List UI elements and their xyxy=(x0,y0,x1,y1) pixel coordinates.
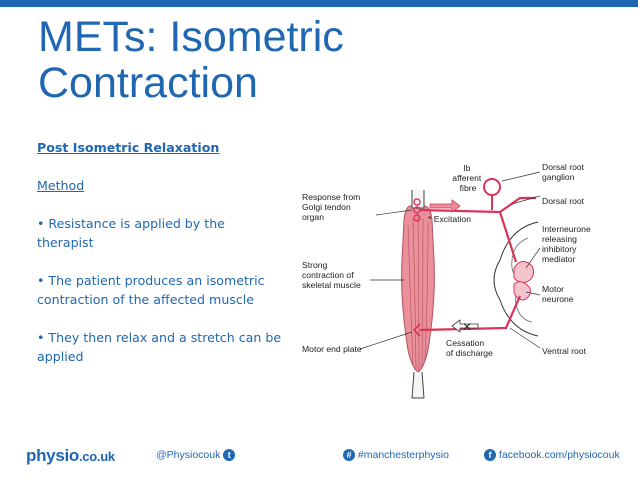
golgi-tendon-organ xyxy=(413,198,421,222)
lower-tendon xyxy=(411,371,425,399)
hashtag-link[interactable]: # #manchesterphysio xyxy=(343,449,449,462)
label-excitation: * Excitation xyxy=(428,214,471,224)
dorsal-root-ganglion xyxy=(483,178,501,196)
cessation-cross: ✕ xyxy=(462,320,472,334)
title-line-2: Contraction xyxy=(38,59,258,107)
motor-neurone-cell xyxy=(513,281,531,301)
physio-logo[interactable]: physio.co.uk xyxy=(26,446,115,466)
facebook-link[interactable]: f facebook.com/physiocouk xyxy=(484,449,620,462)
muscle-striations xyxy=(407,215,429,373)
section-heading: Post Isometric Relaxation xyxy=(37,140,220,155)
hashtag-text: #manchesterphysio xyxy=(357,449,449,461)
twitter-link[interactable]: @Physiocouk t xyxy=(156,449,236,462)
method-label: Method xyxy=(37,178,85,193)
label-ib-afferent: Ib afferent fibre xyxy=(452,163,483,193)
motor-end-plate xyxy=(412,323,421,337)
afferent-to-cord xyxy=(498,211,518,263)
bullet-resistance: • Resistance is applied by the therapist xyxy=(37,216,225,250)
label-ventral-root: Ventral root xyxy=(542,346,587,356)
excitation-arrow xyxy=(429,199,461,213)
interneurone-cell xyxy=(513,261,535,284)
leader-lines xyxy=(359,171,541,350)
title-line-1: METs: Isometric xyxy=(38,13,344,61)
label-motor-end-plate: Motor end plate xyxy=(302,344,362,354)
bullet-relax: • They then relax and a stretch can be a… xyxy=(37,330,282,364)
label-dorsal-root-ganglion: Dorsal root ganglion xyxy=(542,162,586,182)
cessation-arrow xyxy=(451,319,479,333)
label-cessation: Cessation of discharge xyxy=(446,338,493,358)
logo-domain: .co.uk xyxy=(79,449,115,464)
label-strong-contraction: Strong contraction of skeletal muscle xyxy=(302,260,361,290)
label-interneurone: Interneurone releasing inhibitory mediat… xyxy=(542,224,593,264)
top-accent-bar xyxy=(0,0,638,7)
label-motor-neurone: Motor neurone xyxy=(542,284,574,304)
bullet-isometric: • The patient produces an isometric cont… xyxy=(37,273,265,307)
logo-main: physio xyxy=(26,446,79,465)
slide-content: Post Isometric Relaxation Method • Resis… xyxy=(37,138,282,366)
reflex-diagram: ✕ Ib afferent fibre Dorsal root ganglion… xyxy=(302,162,593,399)
spinal-cord-outline xyxy=(493,221,539,337)
twitter-icon: t xyxy=(223,449,236,462)
facebook-icon: f xyxy=(484,449,496,462)
footer: physio.co.uk @Physiocouk t # #manchester… xyxy=(0,440,638,479)
efferent-fibre xyxy=(419,295,522,332)
label-golgi-response: Response from Golgi tendon organ xyxy=(302,192,363,222)
hashtag-icon: # xyxy=(343,449,355,462)
label-dorsal-root: Dorsal root xyxy=(542,196,585,206)
afferent-fibre xyxy=(419,196,536,214)
facebook-url: facebook.com/physiocouk xyxy=(498,449,620,461)
twitter-handle: @Physiocouk xyxy=(156,449,221,461)
slide-title: METs: Isometric Contraction xyxy=(38,14,458,106)
